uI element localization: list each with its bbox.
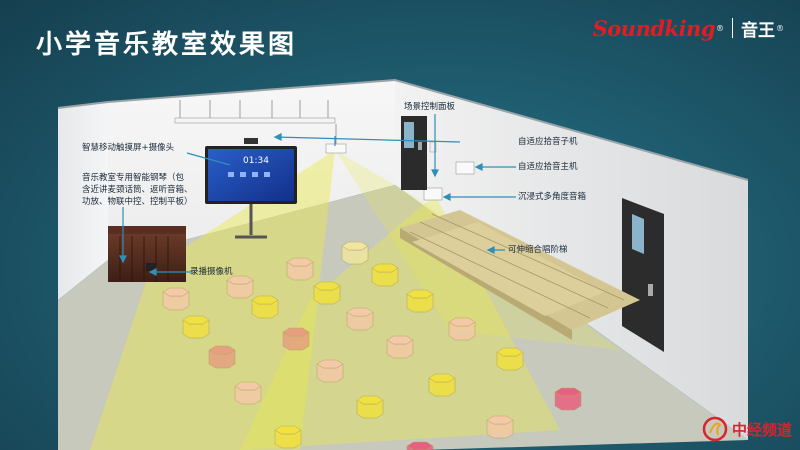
brand-reg-mark: ® [716,23,724,33]
floor [58,185,748,450]
right-wall-upper [395,80,748,440]
brand-reg-mark-2: ® [776,23,784,33]
page-title: 小学音乐教室效果图 [36,30,298,60]
left-wall [58,102,108,300]
stool [428,373,456,397]
choir-riser [400,210,640,340]
brand-logo: Soundking ® 音王 ® [579,10,784,46]
stool [274,425,302,449]
ceiling-mics [179,100,329,118]
brand-divider [732,18,733,38]
label-recording-camera: 录播摄像机 [190,267,233,277]
stool [313,281,341,305]
smart-touch-screen [205,138,297,239]
stool [341,241,369,265]
stool [251,295,279,319]
label-adaptive-sub: 自适应拾音子机 [518,137,578,147]
stool [486,415,514,439]
smart-piano [108,226,186,282]
brand-cn-name: 音王 [741,20,775,41]
stool [286,257,314,281]
stool [316,359,344,383]
stools-group [162,241,582,450]
stool [282,327,310,351]
right-door [622,198,664,352]
label-smart-screen: 智慧移动触摸屏+摄像头 [82,143,175,153]
wall-speaker-right [455,161,475,175]
stool [386,335,414,359]
label-scene-panel: 场景控制面板 [404,102,456,112]
stool [554,387,582,411]
stool [234,381,262,405]
stool [406,289,434,313]
label-adaptive-main: 自适应拾音主机 [518,162,578,172]
stool [496,347,524,371]
back-door [401,116,437,190]
label-piano-line3: 功放、物联中控、控制平板） [82,197,193,207]
leader-lines [119,114,516,276]
ceiling-mic-track [174,117,336,124]
sound-beam-left [90,150,335,450]
brand-logo-text: Soundking [592,15,716,41]
label-immersive-speaker: 沉浸式多角度音箱 [518,192,587,202]
stool [356,395,384,419]
stool [226,275,254,299]
watermark-logo-icon [702,416,728,442]
stool [371,263,399,287]
label-piano-line2: 含近讲麦颈话筒、返听音箱、 [82,185,193,195]
watermark: 中经频道 [702,416,792,442]
label-choir-riser: 可伸缩合唱阶梯 [508,245,568,255]
stool [346,307,374,331]
watermark-text: 中经频道 [731,420,792,439]
stool [182,315,210,339]
screen-clock-text: 01:34 [243,156,269,166]
ceiling-speaker-1 [325,124,347,154]
label-piano-line1: 音乐教室专用智能钢琴（包 [82,173,185,183]
stool [162,287,190,311]
immersive-speaker [423,187,443,201]
stool [208,345,236,369]
stool [448,317,476,341]
sound-beam-right [240,195,560,450]
